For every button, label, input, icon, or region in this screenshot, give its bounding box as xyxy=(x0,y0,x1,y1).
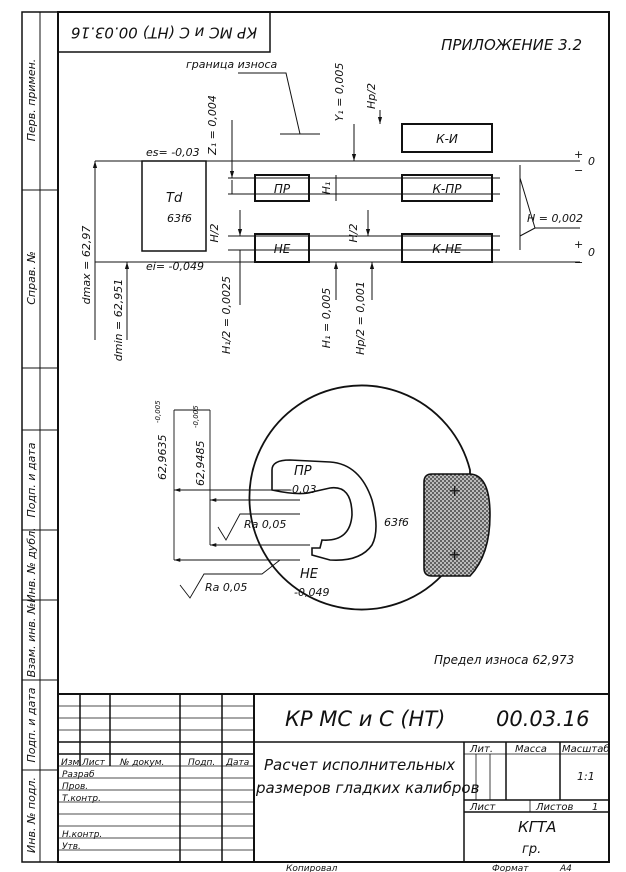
plus-2: + xyxy=(574,238,583,251)
es-label: es= -0,03 xyxy=(146,146,200,159)
scale-value: 1:1 xyxy=(577,770,595,783)
td-label: Td xyxy=(166,191,183,206)
pr-label: ПР xyxy=(294,464,312,479)
gauge-body xyxy=(248,384,471,611)
side-label-vzam: Взам. инв. № xyxy=(25,603,38,678)
wear-limit-note: Предел износа 62,973 xyxy=(434,653,574,667)
side-label-podp2: Подп. и дата xyxy=(25,687,38,762)
dmin-label: dmin = 62,951 xyxy=(112,279,125,361)
role-tkontr: Т.контр. xyxy=(62,794,101,804)
role-nkontr: Н.контр. xyxy=(62,830,102,840)
sheets-value: 1 xyxy=(592,802,598,813)
hp2-top-label: Hp/2 xyxy=(365,83,378,109)
format-label: Формат xyxy=(492,864,529,872)
role-prov: Пров. xyxy=(62,782,88,792)
role-razrab: Разраб xyxy=(62,770,95,780)
gauge-k-ne-label: К-НЕ xyxy=(432,242,462,256)
pr-dev-label: -0,03 xyxy=(288,483,316,496)
group-label: гр. xyxy=(522,842,541,857)
side-labels: Перв. примен. Справ. № Подп. и дата Инв.… xyxy=(25,59,38,853)
gauge-k-i-label: К-И xyxy=(436,132,458,146)
dim1-label: 62,9635 xyxy=(156,435,169,481)
dim1-tol: -0,005 xyxy=(154,400,162,423)
doc-code: КР МС и С (НТ) xyxy=(285,707,445,731)
side-label-inv-dubl: Инв. № дубл. xyxy=(25,527,38,602)
h1-low-label: H₁ = 0,005 xyxy=(320,288,333,348)
role-utv: Утв. xyxy=(62,842,81,852)
side-label-sprav: Справ. № xyxy=(25,251,38,305)
minus-1: − xyxy=(574,164,583,177)
format-value: А4 xyxy=(559,864,572,872)
wear-limit-label: граница износа xyxy=(186,58,278,71)
title-block-text: КР МС и С (НТ) 00.03.16 Изм Лист № докум… xyxy=(61,707,610,872)
dmax-label: dmax = 62,97 xyxy=(80,226,93,305)
plus-mark-2: + xyxy=(448,545,461,564)
dim2-label: 62,9485 xyxy=(194,441,207,487)
header-doc: № докум. xyxy=(119,758,164,768)
h12-right-label: H/2 xyxy=(347,224,360,243)
gauge-k-pr-label: К-ПР xyxy=(432,182,462,196)
gauge-k-ne xyxy=(401,233,493,263)
scale-label: Масштаб xyxy=(562,743,610,755)
handle-insert xyxy=(423,473,491,577)
header-date: Дата xyxy=(225,758,249,768)
td-field xyxy=(141,160,207,252)
plus-1: + xyxy=(574,148,583,161)
ra1-label: Ra 0,05 xyxy=(244,518,286,531)
zero-label-2: 0 xyxy=(588,246,595,259)
zero-label-1: 0 xyxy=(588,155,595,168)
y-label: Y₁ = 0,005 xyxy=(333,63,346,122)
gauge-k-i xyxy=(401,123,493,153)
side-label-inv-podl: Инв. № подл. xyxy=(25,777,38,853)
gauge-pr xyxy=(254,174,310,202)
z-label: Z₁ = 0,004 xyxy=(206,95,219,156)
side-label-podp1: Подп. и дата xyxy=(25,442,38,517)
snap-gauge: + + 62,9635 -0,005 62,9485 -0,005 ПР -0,… xyxy=(154,384,574,667)
ei-label: ei= -0,049 xyxy=(146,260,204,273)
side-label-perv: Перв. примен. xyxy=(25,59,38,142)
top-stamp-text: КР МС и С (НТ) 00.03.16 xyxy=(71,24,257,42)
appendix-label: ПРИЛОЖЕНИЕ 3.2 xyxy=(441,36,582,54)
hp2-low-label: Hp/2 = 0,001 xyxy=(354,281,367,355)
top-stamp: КР МС и С (НТ) 00.03.16 xyxy=(57,11,271,53)
mass-label: Масса xyxy=(515,744,547,755)
dim2-tol: -0,005 xyxy=(192,405,200,428)
plus-mark-1: + xyxy=(448,481,461,500)
doc-number: 00.03.16 xyxy=(496,707,590,731)
gauge-ne xyxy=(254,233,310,263)
h12-left-label: H/2 xyxy=(208,224,221,243)
ra2-label: Ra 0,05 xyxy=(205,581,247,594)
copied-label: Копировал xyxy=(286,864,338,872)
sheets-label: Листов xyxy=(535,802,573,813)
tolerance-scheme xyxy=(92,72,580,340)
lit-label: Лит. xyxy=(469,744,493,755)
minus-2: − xyxy=(574,256,583,269)
h-label: H = 0,002 xyxy=(527,212,583,225)
fit-label-scheme: 63f6 xyxy=(167,212,192,225)
org-label: КГТА xyxy=(518,818,556,836)
header-list: Лист xyxy=(81,758,106,768)
sheet-label: Лист xyxy=(469,802,497,813)
gauge-k-pr xyxy=(401,174,493,202)
h1-mid-label: H₁ xyxy=(320,182,333,195)
gauge-ne-label: НЕ xyxy=(274,242,291,256)
header-izm: Изм xyxy=(61,758,80,768)
fit-label-gauge: 63f6 xyxy=(384,516,409,529)
scheme-labels: граница износа es= -0,03 ei= -0,049 Td 6… xyxy=(80,58,595,361)
header-podp: Подп. xyxy=(188,758,215,768)
gauge-throat xyxy=(271,459,377,562)
ne-label: НЕ xyxy=(300,567,319,582)
h12-low-label: H₁/2 = 0,0025 xyxy=(220,276,233,354)
doc-title-line2: размеров гладких калибров xyxy=(255,779,480,797)
doc-title-line1: Расчет исполнительных xyxy=(264,756,455,774)
gauge-pr-label: ПР xyxy=(274,182,291,196)
ne-dev-label: -0,049 xyxy=(294,586,329,599)
title-block xyxy=(58,693,609,863)
